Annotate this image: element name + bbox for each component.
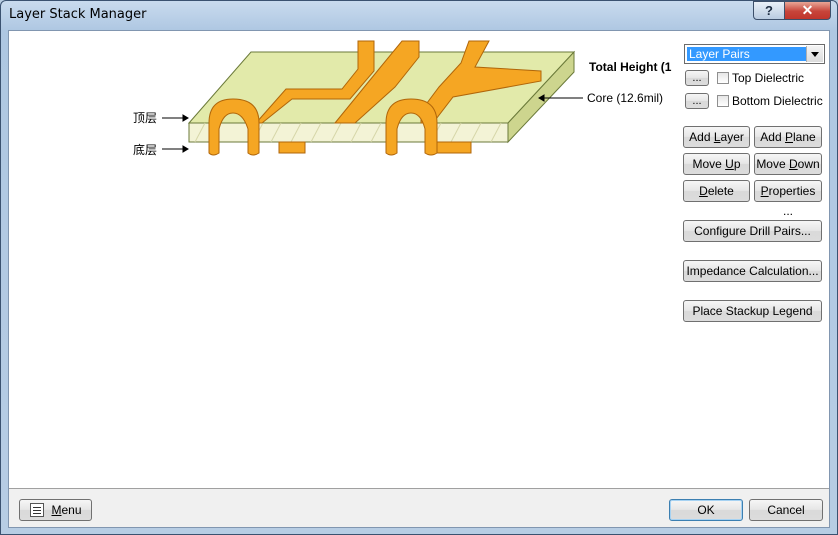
delete-button[interactable]: Delete [683,180,750,202]
menu-button[interactable]: Menu [19,499,92,521]
add-layer-button[interactable]: Add Layer [683,126,750,148]
help-button[interactable]: ? [753,1,785,20]
window-title: Layer Stack Manager [9,7,147,22]
via-right [385,98,438,156]
top-layer-label: 顶层 [133,111,158,125]
total-height-label: Total Height (1 [589,60,672,74]
move-down-button[interactable]: Move Down [754,153,822,175]
bottom-dielectric-button[interactable]: ... [685,93,709,109]
footer-separator [9,488,829,489]
core-front-face [188,122,509,143]
place-stackup-legend-button[interactable]: Place Stackup Legend [683,300,822,322]
bottom-trace [278,141,306,154]
layer-pairs-selected: Layer Pairs [687,47,807,61]
core-label: Core (12.6mil) [587,91,664,105]
chevron-down-icon[interactable] [806,46,823,62]
bottom-trace-2 [436,141,472,154]
impedance-calculation-button[interactable]: Impedance Calculation... [683,260,822,282]
bottom-dielectric-checkbox[interactable] [717,95,729,107]
title-bar: Layer Stack Manager ? ✕ [1,1,837,29]
menu-icon [30,503,44,517]
move-up-button[interactable]: Move Up [683,153,750,175]
top-trace-2 [333,40,420,124]
bottom-dielectric-label: Bottom Dielectric [732,94,823,108]
close-icon: ✕ [801,2,814,18]
top-dielectric-button[interactable]: ... [685,70,709,86]
layer-pairs-select[interactable]: Layer Pairs [684,44,825,64]
layer-stack-diagram [162,40,583,156]
ok-button[interactable]: OK [669,499,743,521]
stack-diagram-canvas: 顶层 底层 Core (12.6mil) Total Height (1 [9,31,676,488]
close-button[interactable]: ✕ [784,1,831,20]
top-dielectric-checkbox[interactable] [717,72,729,84]
bottom-layer-label: 底层 [133,143,158,157]
top-dielectric-label: Top Dielectric [732,71,805,85]
dialog-client-area: 顶层 底层 Core (12.6mil) Total Height (1 Lay… [8,30,830,528]
configure-drill-pairs-button[interactable]: Configure Drill Pairs... [683,220,822,242]
properties-button[interactable]: Properties ... [754,180,822,218]
cancel-button[interactable]: Cancel [749,499,823,521]
top-trace-1 [254,40,375,124]
add-plane-button[interactable]: Add Plane [754,126,822,148]
via-left [208,98,260,156]
